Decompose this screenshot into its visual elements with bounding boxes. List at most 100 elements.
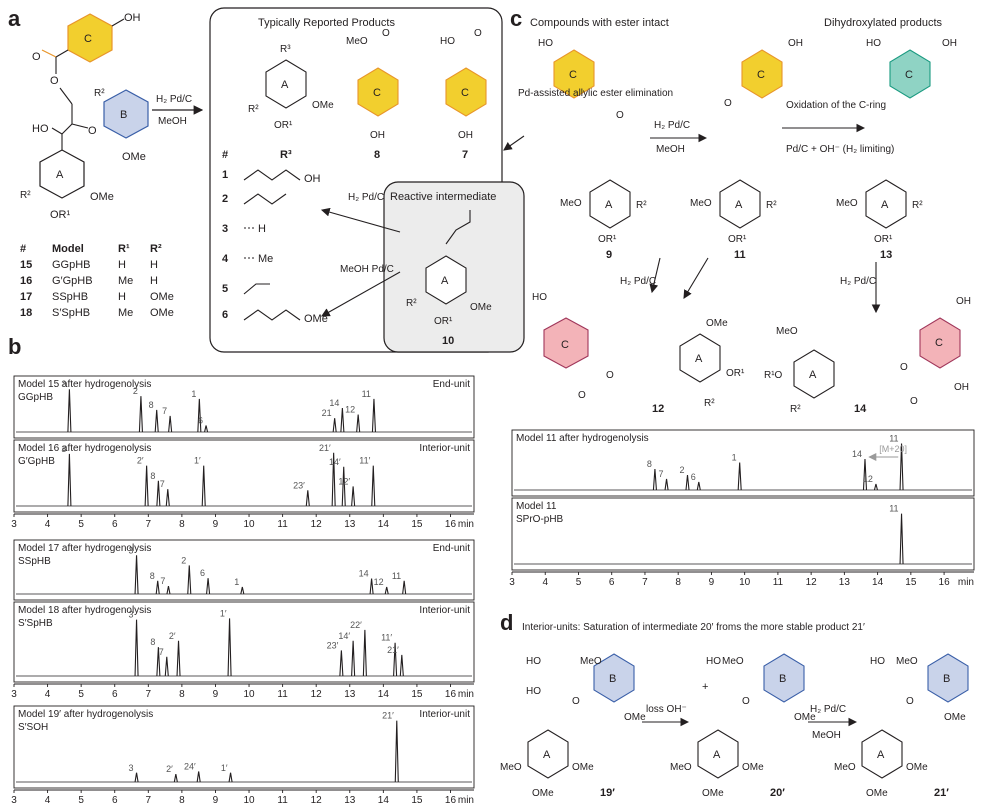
peak-label: 8 [150, 571, 155, 581]
chromatogram-frame [13, 539, 475, 601]
svg-text:C: C [373, 87, 381, 99]
svg-text:MeO: MeO [690, 198, 712, 209]
arrow-to-12 [649, 257, 661, 294]
peak [394, 720, 399, 783]
axis-tick-label: 14 [378, 689, 390, 700]
svg-text:OMe: OMe [944, 712, 966, 723]
axis-tick-label: 7 [146, 689, 152, 700]
svg-text:B: B [943, 673, 950, 685]
peak-label: 24′ [184, 761, 196, 771]
axis-tick-label: 11 [277, 795, 288, 806]
svg-text:OH: OH [942, 38, 957, 49]
peak-label: 1 [234, 577, 239, 587]
peak-label: 14 [329, 398, 339, 408]
axis-tick-label: 13 [344, 689, 356, 700]
peak [176, 640, 181, 677]
table-cell: Me [118, 307, 133, 319]
axis-tick-label: 10 [243, 795, 255, 806]
svg-text:MeO: MeO [670, 762, 692, 773]
svg-text:A: A [713, 749, 721, 761]
peak [201, 465, 206, 507]
step2-top: Oxidation of the C-ring [786, 100, 886, 111]
chromatogram-unit-tag: Interior-unit [419, 605, 470, 616]
svg-text:MeO: MeO [500, 762, 522, 773]
chromatogram-subtitle: S′SOH [18, 722, 48, 733]
svg-text:OH: OH [370, 130, 385, 141]
peak-label: 14 [852, 449, 862, 459]
peak-label: 7 [160, 576, 165, 586]
r3-list-header: # [222, 149, 228, 161]
peak [154, 409, 159, 433]
peak-label: 1′ [220, 608, 227, 618]
axis-tick-label: 12 [311, 795, 323, 806]
panel-c-title-left: Compounds with ester intact [530, 17, 669, 29]
svg-text:C: C [561, 339, 569, 351]
panel-d: Interior-units: Saturation of intermedia… [500, 622, 969, 799]
peak-label: 23′ [293, 480, 305, 490]
peak [371, 465, 376, 507]
svg-text:A: A [735, 199, 743, 211]
svg-text:O: O [742, 696, 750, 707]
peak-label: 14 [359, 569, 369, 579]
reactive-title: Reactive intermediate [390, 191, 496, 203]
peak-label: 6 [691, 472, 696, 482]
ring-A-label: A [56, 169, 64, 181]
axis-tick-label: 8 [179, 519, 185, 530]
axis-tick-label: 14 [378, 795, 390, 806]
axis-tick-label: 11 [277, 689, 288, 700]
table-cell: 18 [20, 307, 32, 319]
peak-label: 14′ [329, 457, 341, 467]
axis-tick-label: 16 [939, 577, 951, 588]
axis-tick-label: 15 [411, 519, 423, 530]
compound-11-structure: C OH O A MeO R² OR¹ 11 [690, 38, 803, 261]
r3-num: 5 [222, 283, 228, 295]
axis-tick-label: 13 [839, 577, 851, 588]
peak [393, 642, 398, 677]
compound-21-label: 21′ [934, 787, 949, 799]
svg-text:OMe: OMe [794, 712, 816, 723]
peak [399, 654, 404, 677]
compound-9-structure: C HO O A MeO R² OR¹ 9 [538, 38, 647, 261]
peak [67, 389, 72, 433]
peak [356, 414, 361, 433]
axis-tick-label: 6 [112, 795, 118, 806]
peak-label: 6 [200, 568, 205, 578]
peak [371, 398, 376, 433]
r3-grp: OH [304, 173, 321, 185]
chromatogram-subtitle: SSpHB [18, 556, 51, 567]
svg-text:MeO: MeO [834, 762, 856, 773]
chromatogram-unit-tag: End-unit [433, 543, 470, 554]
peak [228, 772, 233, 783]
peak [331, 452, 336, 507]
peak [204, 425, 209, 433]
chromatogram-frame [13, 439, 475, 513]
axis-tick-label: 10 [243, 519, 255, 530]
svg-text:HO: HO [706, 656, 721, 667]
svg-text:A: A [809, 369, 817, 381]
axis-tick-label: 5 [78, 689, 84, 700]
svg-text:HO: HO [538, 38, 553, 49]
svg-text:A: A [543, 749, 551, 761]
peak [138, 396, 143, 433]
chromatogram-subtitle: GGpHB [18, 392, 53, 403]
svg-text:R²: R² [248, 104, 259, 115]
svg-text:O: O [578, 390, 586, 401]
compound-11-label: 11 [734, 249, 746, 261]
peak-label: 8 [150, 471, 155, 481]
chromatogram-frame [511, 497, 975, 571]
peak-label: 7 [162, 406, 167, 416]
step1-top: H₂ Pd/C [654, 120, 690, 131]
chromatogram-c17: Model 17 after hydrogenolysisSSpHBEnd-un… [13, 539, 475, 601]
axis-tick-label: 8 [179, 689, 185, 700]
svg-text:HO: HO [526, 686, 541, 697]
axis-tick-label: 8 [675, 577, 681, 588]
peak [156, 480, 161, 507]
compound-7-structure: HO O C OH 7 [440, 28, 487, 161]
axis-tick-label: 10 [243, 689, 255, 700]
peak [165, 489, 170, 507]
peak-label: 3 [61, 379, 66, 389]
svg-text:OH: OH [956, 296, 971, 307]
peak [168, 415, 173, 433]
axis-tick-label: 15 [411, 795, 423, 806]
